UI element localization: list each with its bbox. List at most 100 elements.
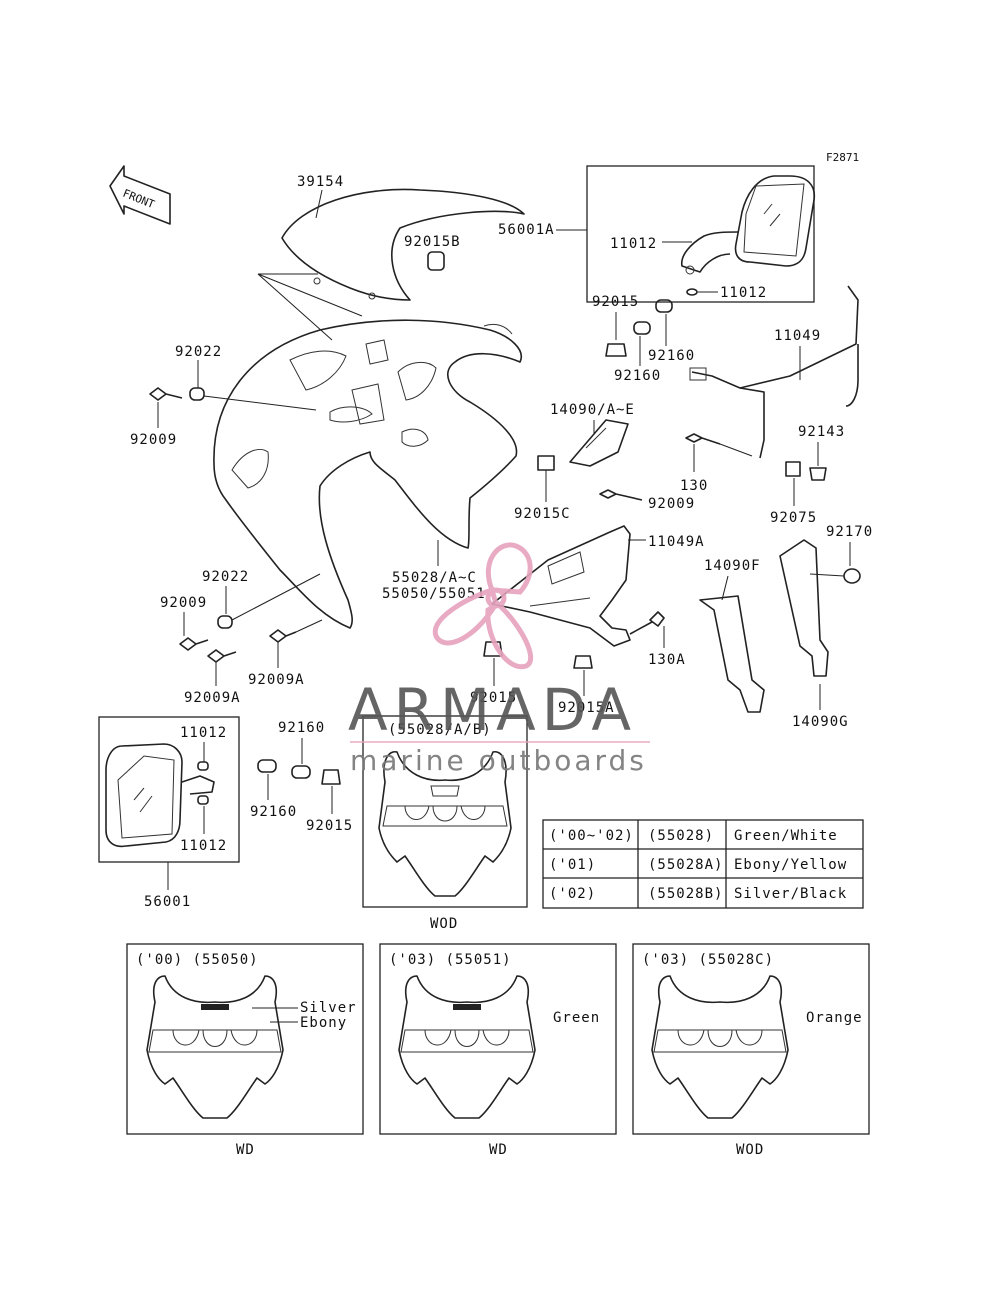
- variant-55028-title: (55028/A/B): [388, 722, 492, 738]
- label-92009A-b: 92009A: [248, 672, 305, 688]
- variant-caption-1: WD: [489, 1142, 508, 1158]
- clip: [843, 568, 861, 584]
- table-year-2: ('02): [549, 886, 596, 902]
- label-55050: 55050/55051: [382, 586, 486, 602]
- variant-box-0: ('00) (55050) Silver Ebony: [126, 943, 364, 1135]
- label-14090F: 14090F: [704, 558, 761, 574]
- nut: [573, 655, 593, 669]
- propeller-icon: [432, 542, 534, 670]
- table-color-2: Silver/Black: [734, 886, 847, 902]
- table-part-1: (55028A): [648, 857, 723, 873]
- cover-14090G: [779, 539, 829, 677]
- table-year-1: ('01): [549, 857, 596, 873]
- label-11012-b: 11012: [720, 285, 767, 301]
- nut: [321, 769, 341, 785]
- mirror-left: [105, 743, 215, 848]
- label-92009-top: 92009: [130, 432, 177, 448]
- figure-code: F2871: [826, 151, 859, 164]
- label-92075: 92075: [770, 510, 817, 526]
- label-92022-low: 92022: [202, 569, 249, 585]
- label-11012-a: 11012: [610, 236, 657, 252]
- label-56001: 56001: [144, 894, 191, 910]
- label-55028: 55028/A~C: [392, 570, 477, 586]
- watermark: ARMADA marine outboards: [348, 542, 650, 777]
- variant-caption-2: WOD: [736, 1142, 764, 1158]
- color-table: ('00~'02) (55028) Green/White ('01) (550…: [542, 819, 864, 909]
- stay-bracket: [689, 285, 859, 459]
- grommet: [785, 461, 801, 477]
- label-14090G: 14090G: [792, 714, 849, 730]
- label-92009A-a: 92009A: [184, 690, 241, 706]
- watermark-tagline: marine outboards: [350, 744, 647, 777]
- bolt: [629, 611, 665, 635]
- label-92160-b: 92160: [614, 368, 661, 384]
- bolt: [149, 387, 183, 401]
- grommet: [427, 251, 445, 271]
- variant-header-2: ('03) (55028C): [642, 952, 774, 968]
- damper: [633, 321, 651, 335]
- clip: [537, 455, 555, 471]
- bolt: [179, 637, 209, 651]
- label-92143: 92143: [798, 424, 845, 440]
- variant-note-0a: Silver: [300, 1000, 357, 1016]
- table-color-0: Green/White: [734, 828, 838, 844]
- label-11012-c: 11012: [180, 725, 227, 741]
- variant-note-0b: Ebony: [300, 1015, 347, 1031]
- label-11049A: 11049A: [648, 534, 705, 550]
- label-92015A: 92015A: [558, 700, 615, 716]
- mirror-left-box: [98, 716, 240, 863]
- upper-cowl: [213, 319, 523, 629]
- label-92160-d: 92160: [250, 804, 297, 820]
- table-part-0: (55028): [648, 828, 714, 844]
- washer: [189, 387, 205, 401]
- damper: [655, 299, 673, 313]
- label-92009-low: 92009: [160, 595, 207, 611]
- nut: [605, 343, 627, 357]
- label-92015-c: 92015: [306, 818, 353, 834]
- washer: [217, 615, 233, 629]
- table-part-2: (55028B): [648, 886, 723, 902]
- variant-55028-caption: WOD: [430, 916, 458, 932]
- bolt: [685, 433, 721, 445]
- bolt: [269, 619, 323, 643]
- label-92160-c: 92160: [278, 720, 325, 736]
- label-92170: 92170: [826, 524, 873, 540]
- label-14090AE: 14090/A~E: [550, 402, 635, 418]
- variant-caption-0: WD: [236, 1142, 255, 1158]
- front-arrow-icon: FRONT: [109, 165, 171, 225]
- label-11049: 11049: [774, 328, 821, 344]
- watermark-brand: ARMADA: [348, 676, 637, 744]
- collar: [809, 467, 827, 481]
- cover-14090F: [699, 595, 765, 713]
- variant-box-1: ('03) (55051) Green: [379, 943, 617, 1135]
- label-92160-a: 92160: [648, 348, 695, 364]
- label-92015C: 92015C: [514, 506, 571, 522]
- mirror-right: [680, 175, 816, 275]
- label-130: 130: [680, 478, 708, 494]
- label-11012-d: 11012: [180, 838, 227, 854]
- damper: [291, 765, 311, 779]
- variant-header-1: ('03) (55051): [389, 952, 512, 968]
- stay-bracket-lower: [491, 525, 631, 647]
- label-92022-top: 92022: [175, 344, 222, 360]
- bolt: [207, 649, 237, 663]
- variant-box-2: ('03) (55028C) Orange: [632, 943, 870, 1135]
- table-color-1: Ebony/Yellow: [734, 857, 847, 873]
- label-92015B: 92015B: [404, 234, 461, 250]
- damper: [257, 759, 277, 773]
- mirror-right-box: [586, 165, 815, 303]
- variant-55028-box: [362, 715, 528, 908]
- label-92015-top: 92015: [592, 294, 639, 310]
- bolt: [599, 489, 643, 501]
- label-92015-low: 92015: [470, 690, 517, 706]
- label-130A: 130A: [648, 652, 686, 668]
- cowl-front-view: [378, 751, 512, 897]
- label-56001A: 56001A: [498, 222, 555, 238]
- cover-14090: [569, 419, 629, 467]
- variant-note-2a: Orange: [806, 1010, 863, 1026]
- label-92009-mid: 92009: [648, 496, 695, 512]
- variant-header-0: ('00) (55050): [136, 952, 259, 968]
- table-year-0: ('00~'02): [549, 828, 634, 844]
- variant-note-1a: Green: [553, 1010, 600, 1026]
